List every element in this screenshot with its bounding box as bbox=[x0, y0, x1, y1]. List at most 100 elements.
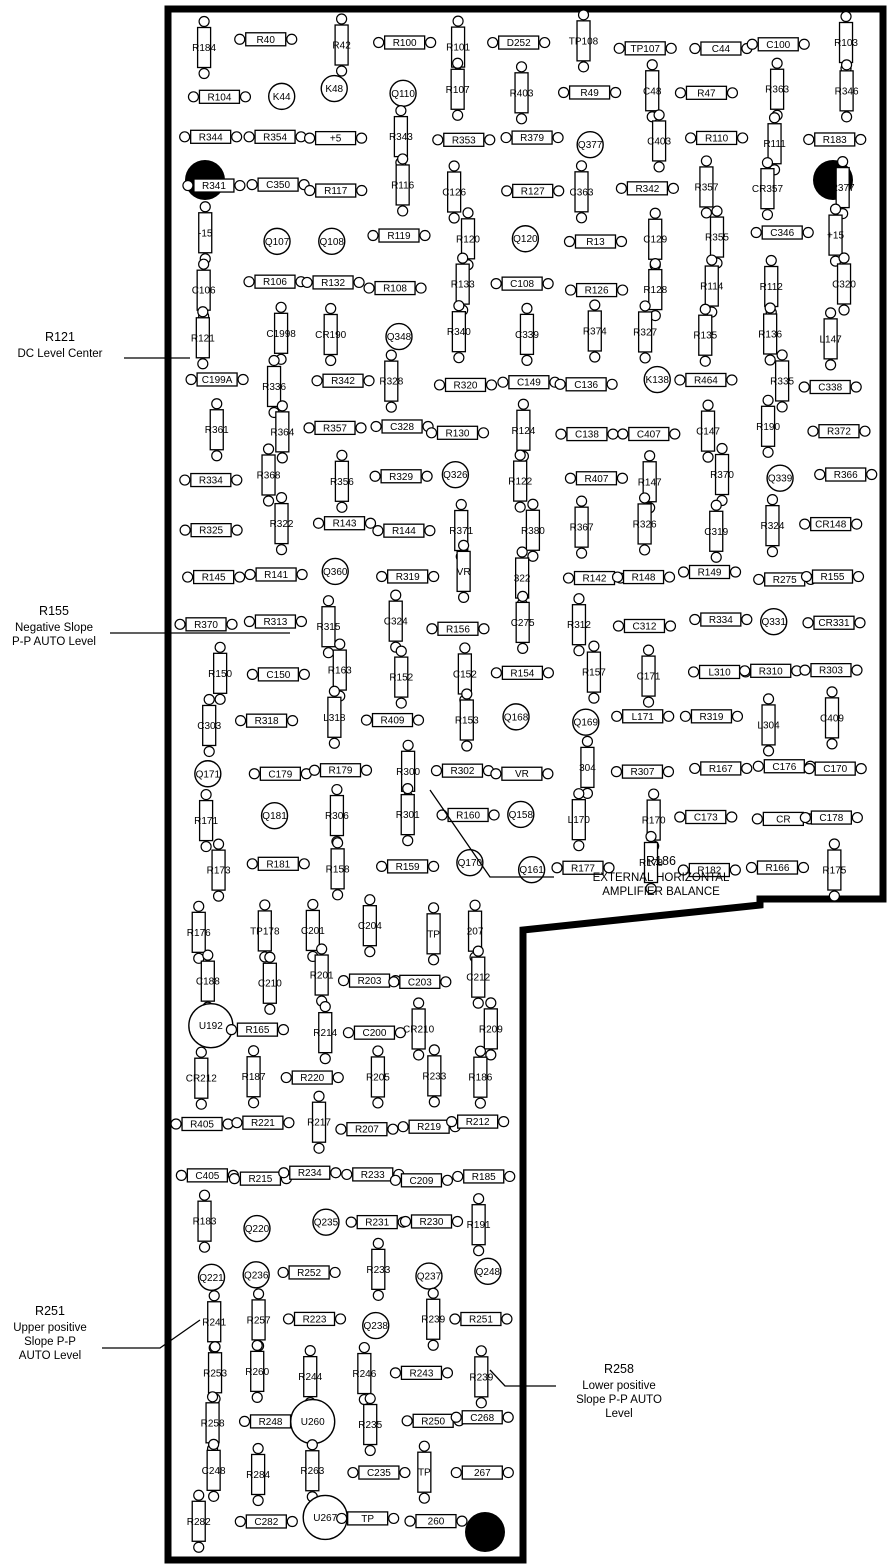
component: Q110 bbox=[389, 79, 417, 108]
resistor-body bbox=[699, 166, 714, 208]
transistor-footprint bbox=[760, 607, 788, 636]
solder-pad bbox=[206, 1391, 219, 1403]
component: CR212 bbox=[186, 1046, 217, 1110]
resistor-body bbox=[774, 360, 790, 402]
solder-pad bbox=[702, 451, 714, 463]
component: 304 bbox=[579, 735, 596, 799]
component: R260 bbox=[245, 1339, 270, 1403]
solder-pad bbox=[802, 226, 814, 239]
solder-pad bbox=[428, 1044, 440, 1056]
solder-pad bbox=[212, 890, 225, 902]
component-label: C210 bbox=[258, 979, 282, 990]
resistor-body bbox=[363, 1403, 378, 1446]
component-label: R340 bbox=[447, 327, 471, 338]
component: R282 bbox=[187, 1489, 211, 1553]
component: C170 bbox=[803, 761, 867, 776]
component-label: R320 bbox=[454, 380, 478, 391]
transistor-footprint bbox=[502, 703, 530, 731]
solder-pad bbox=[762, 394, 774, 406]
solder-pad bbox=[502, 1466, 514, 1479]
solder-pad bbox=[828, 890, 840, 902]
solder-pad bbox=[319, 1053, 331, 1065]
component-label: L171 bbox=[632, 712, 655, 723]
solder-pad bbox=[372, 1045, 384, 1057]
resistor-body bbox=[236, 1022, 279, 1037]
component-label: CR bbox=[776, 814, 790, 825]
solder-pad bbox=[741, 613, 753, 626]
component: C179 bbox=[248, 766, 312, 781]
component-label: R370 bbox=[194, 620, 218, 631]
solder-pad bbox=[247, 1097, 260, 1109]
resistor-body bbox=[700, 761, 742, 776]
solder-pad bbox=[829, 203, 842, 215]
component: Q238 bbox=[362, 1311, 390, 1340]
component: Q170 bbox=[456, 848, 484, 877]
component: R212 bbox=[446, 1114, 510, 1129]
component-label: C350 bbox=[266, 180, 290, 191]
solder-pad bbox=[264, 1003, 276, 1015]
component-label: R405 bbox=[190, 1119, 214, 1130]
component: R40 bbox=[234, 32, 298, 47]
component: R209 bbox=[479, 997, 503, 1061]
component-label: R253 bbox=[203, 1368, 227, 1379]
component: C268 bbox=[450, 1410, 514, 1425]
solder-pad bbox=[404, 1515, 416, 1527]
solder-pad bbox=[663, 710, 675, 722]
component-label: R150 bbox=[208, 669, 232, 680]
solder-pad bbox=[589, 351, 601, 363]
component-label: TP107 bbox=[630, 44, 660, 55]
resistor-body bbox=[574, 506, 589, 548]
resistor-body bbox=[312, 275, 354, 290]
solder-pad bbox=[356, 132, 368, 144]
component-label: R306 bbox=[325, 811, 349, 822]
component: R364 bbox=[270, 400, 295, 464]
component-label: R379 bbox=[520, 133, 544, 144]
component-label: R219 bbox=[417, 1122, 441, 1133]
resistor-body bbox=[700, 612, 742, 627]
component: R353 bbox=[432, 132, 496, 147]
resistor-body bbox=[824, 697, 840, 739]
solder-pad bbox=[336, 65, 348, 77]
component-label: R356 bbox=[330, 477, 354, 488]
component: K48 bbox=[320, 74, 348, 103]
solder-pad bbox=[426, 623, 438, 635]
component-label: R108 bbox=[383, 284, 407, 295]
solder-pad bbox=[490, 667, 502, 679]
component-label: C176 bbox=[772, 762, 796, 773]
component: R409 bbox=[360, 712, 425, 728]
component-label: R282 bbox=[187, 1517, 211, 1528]
callout-r121: R121 DC Level Center bbox=[0, 330, 120, 361]
solder-pad bbox=[418, 1440, 430, 1452]
resistor-body bbox=[641, 655, 656, 697]
solder-pad bbox=[803, 763, 815, 775]
component: C138 bbox=[555, 426, 619, 442]
solder-pad bbox=[385, 401, 397, 413]
component: R334 bbox=[689, 612, 753, 627]
component: Q169 bbox=[572, 708, 600, 736]
solder-pad bbox=[390, 589, 402, 601]
component-label: U260 bbox=[301, 1417, 325, 1428]
component-label: U192 bbox=[199, 1021, 223, 1032]
solder-pad bbox=[516, 546, 528, 558]
component-label: R101 bbox=[446, 43, 470, 54]
resistor-body bbox=[211, 849, 226, 891]
resistor-body bbox=[426, 1298, 441, 1340]
solder-pad bbox=[286, 33, 298, 45]
component-label: Q348 bbox=[387, 332, 412, 343]
solder-pad bbox=[674, 374, 686, 386]
component-label: C339 bbox=[515, 330, 539, 341]
resistor-body bbox=[394, 656, 409, 698]
component-label: R366 bbox=[834, 470, 858, 481]
component: R405 bbox=[170, 1116, 234, 1132]
component-label: C403 bbox=[647, 136, 671, 147]
solder-pad bbox=[394, 1027, 407, 1039]
solder-pad bbox=[452, 57, 464, 69]
solder-pad bbox=[330, 1167, 342, 1179]
component-label: C149 bbox=[517, 378, 541, 389]
solder-pad bbox=[855, 763, 867, 775]
resistor-body bbox=[750, 663, 792, 678]
resistor-body bbox=[685, 85, 728, 100]
solder-pad bbox=[689, 613, 701, 626]
solder-pad bbox=[562, 572, 575, 584]
